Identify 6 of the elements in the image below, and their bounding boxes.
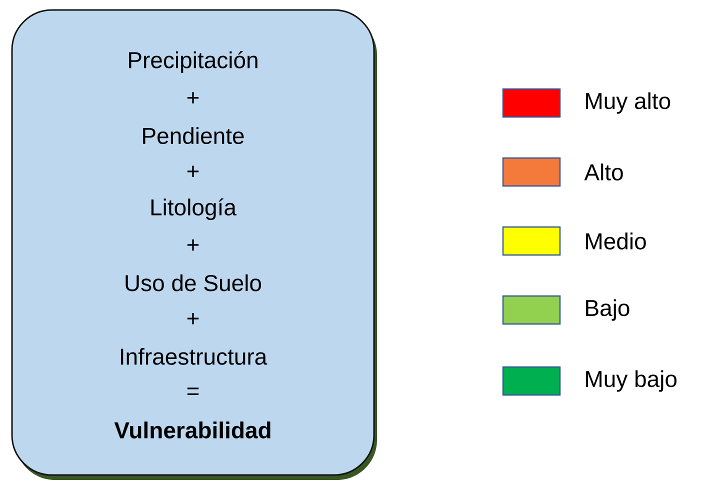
legend-item: Medio: [502, 226, 646, 256]
formula-box: Precipitación + Pendiente + Litología + Uso de Suelo + Infraestructura = Vulnerabilidad: [11, 9, 377, 480]
legend-item: Alto: [502, 157, 623, 187]
legend-item: Bajo: [502, 295, 630, 325]
legend-item: Muy bajo: [502, 366, 677, 396]
legend-item: Muy alto: [502, 88, 670, 118]
